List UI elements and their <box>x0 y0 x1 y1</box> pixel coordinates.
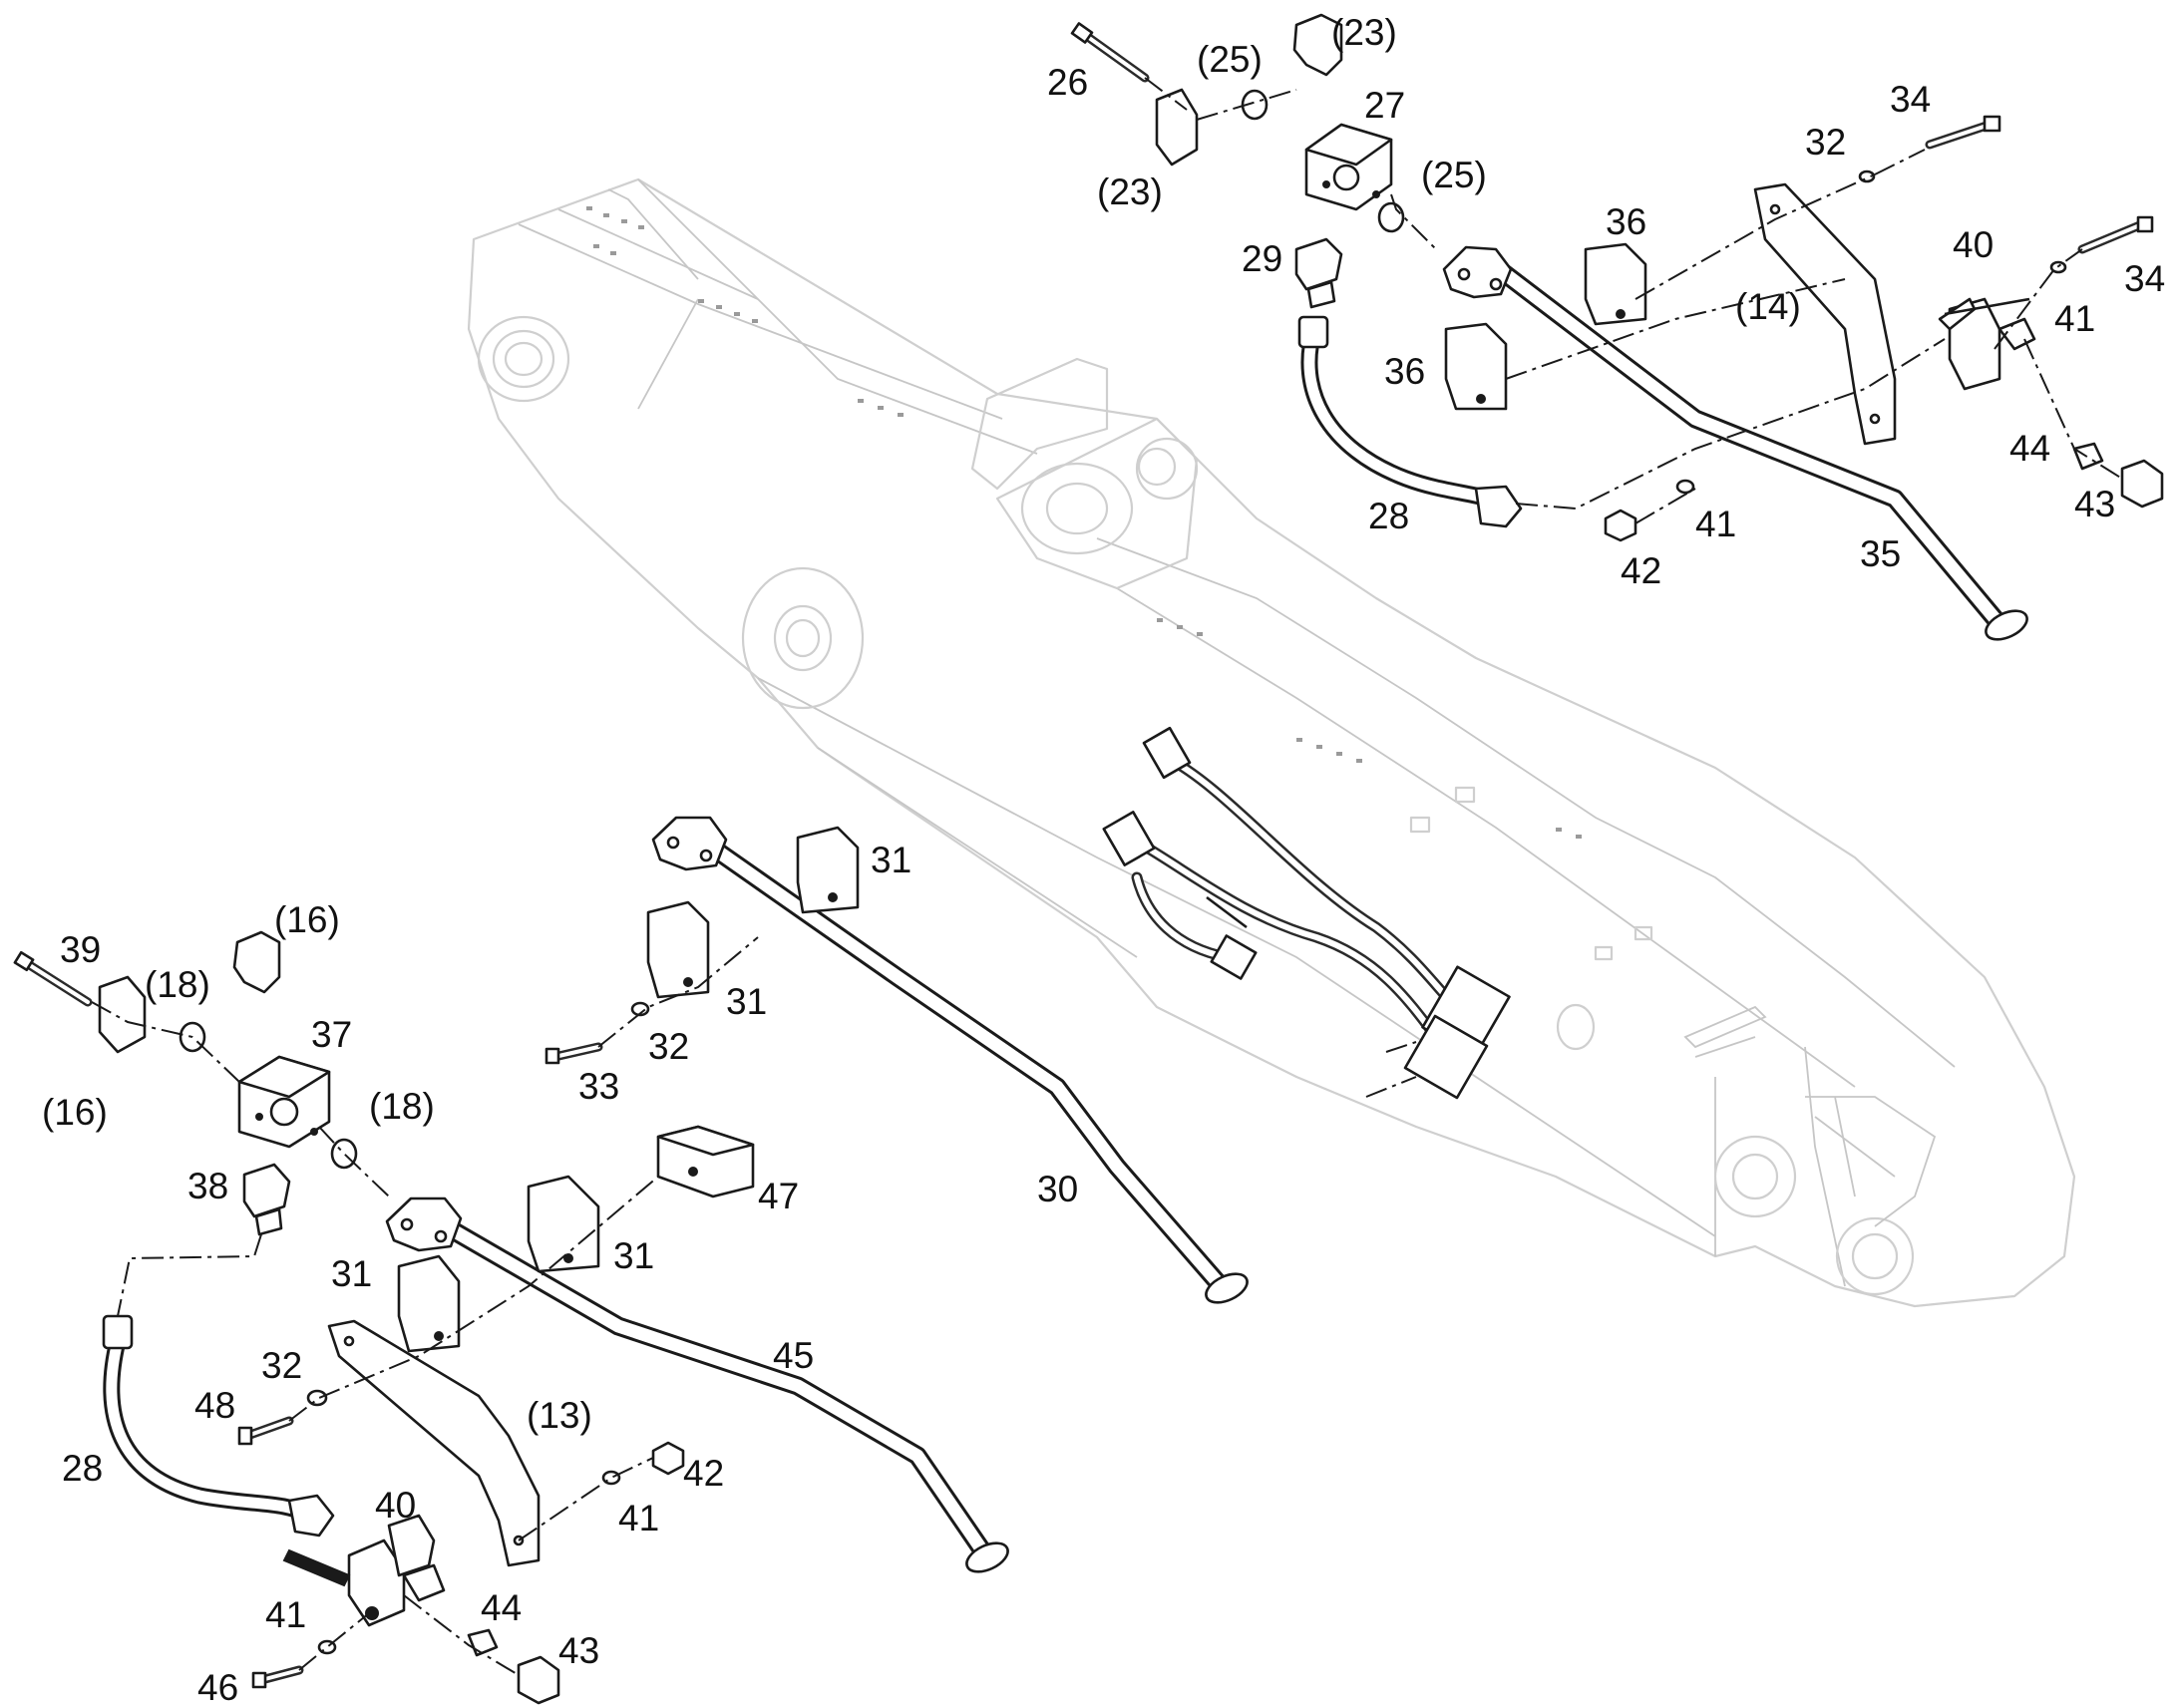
nut-43-lower <box>517 1655 560 1705</box>
clamp-31-mid-top <box>796 826 860 914</box>
callout-45: 45 <box>773 1335 814 1376</box>
callout-43: 43 <box>2074 484 2115 524</box>
pad-47 <box>656 1125 755 1198</box>
callout-29: 29 <box>1242 238 1282 279</box>
boom-lines <box>1102 726 1511 1100</box>
o-ring-25a <box>1241 89 1269 121</box>
callout-28: 28 <box>62 1448 103 1489</box>
callout-32: 32 <box>261 1345 302 1386</box>
o-ring-18b <box>330 1138 358 1170</box>
callout-31: 31 <box>871 840 911 880</box>
callout-43: 43 <box>558 1630 599 1671</box>
mid-assembly <box>545 816 1249 1304</box>
clamp-31-mid-low <box>646 900 710 999</box>
hose-28-upper <box>1297 315 1523 528</box>
callout-34: 34 <box>2124 258 2165 299</box>
bolt-48 <box>237 1416 294 1446</box>
callout-46: 46 <box>197 1667 238 1708</box>
washer-32-low <box>306 1389 328 1407</box>
callout-30: 30 <box>1037 1169 1078 1209</box>
clamp-31-low-top <box>527 1175 600 1273</box>
callout-23: (23) <box>1331 12 1397 53</box>
fitting-29 <box>1294 237 1343 309</box>
clamp-half-16-left <box>98 975 147 1054</box>
callout-41: 41 <box>1695 504 1736 544</box>
callout-23: (23) <box>1097 171 1163 212</box>
bolt-34-right <box>2077 215 2154 254</box>
bolt-33 <box>545 1042 603 1065</box>
callout-37: 37 <box>311 1014 352 1055</box>
callout-42: 42 <box>683 1453 724 1494</box>
callout-34: 34 <box>1890 79 1931 120</box>
washer-41-upper-low <box>1675 479 1695 495</box>
callout-35: 35 <box>1860 533 1901 574</box>
bolt-39 <box>13 950 93 1007</box>
callout-39: 39 <box>60 929 101 970</box>
pipe-45 <box>385 1196 1009 1573</box>
callout-41: 41 <box>2054 298 2095 339</box>
boom-frame <box>467 177 2076 1308</box>
callout-32: 32 <box>648 1026 689 1067</box>
callout-25: (25) <box>1197 39 1263 80</box>
spacer-44-upper <box>2072 442 2104 471</box>
upper-assembly <box>1070 13 2164 641</box>
nut-43-upper <box>2120 459 2164 509</box>
flange-block-27 <box>1304 123 1393 211</box>
callout-33: 33 <box>578 1066 619 1107</box>
callout-41: 41 <box>265 1594 306 1635</box>
callout-14: (14) <box>1735 286 1801 327</box>
callout-18: (18) <box>369 1086 435 1127</box>
clamp-36-lower <box>1444 322 1508 411</box>
callout-13: (13) <box>527 1395 592 1436</box>
callout-41: 41 <box>618 1498 659 1538</box>
callout-36: 36 <box>1606 201 1646 242</box>
lower-assembly <box>13 930 1009 1705</box>
nut-42-lower <box>651 1441 685 1476</box>
o-ring-25b <box>1377 201 1405 233</box>
fitting-38 <box>242 1163 291 1236</box>
flange-block-37 <box>237 1055 331 1149</box>
bolt-26 <box>1070 22 1150 83</box>
callout-38: 38 <box>187 1166 228 1206</box>
callout-31: 31 <box>726 981 767 1022</box>
clamp-31-low-bottom <box>397 1254 461 1353</box>
spacer-44-lower <box>467 1628 499 1657</box>
callout-36: 36 <box>1384 351 1425 392</box>
callout-44: 44 <box>2009 428 2050 469</box>
bolt-34-top <box>1925 115 2001 150</box>
bracket-14 <box>1753 182 1897 446</box>
valve-40-upper <box>1938 297 2036 391</box>
callout-31: 31 <box>331 1253 372 1294</box>
callout-26: 26 <box>1047 62 1088 103</box>
clamp-half-16-top <box>232 930 281 994</box>
callout-40: 40 <box>1953 224 1994 265</box>
callout-27: 27 <box>1364 85 1405 126</box>
callout-42: 42 <box>1621 550 1661 591</box>
nut-42-upper <box>1604 509 1637 542</box>
clamp-half-23-top <box>1292 13 1343 77</box>
bolt-46 <box>251 1665 304 1689</box>
callout-48: 48 <box>194 1385 235 1426</box>
pipe-35 <box>1442 245 2028 641</box>
pipe-30 <box>651 816 1249 1304</box>
clamp-36-upper <box>1584 242 1647 326</box>
callout-18: (18) <box>145 964 210 1005</box>
callout-47: 47 <box>758 1176 799 1216</box>
washer-32-mid <box>630 1001 650 1017</box>
bracket-13 <box>327 1319 541 1567</box>
callout-28: 28 <box>1368 496 1409 536</box>
callout-40: 40 <box>375 1485 416 1526</box>
callouts: (23) (25) 26 27 (23) (25) 29 34 32 36 40… <box>42 12 2165 1708</box>
callout-16: (16) <box>274 899 340 940</box>
callout-32: 32 <box>1805 122 1846 163</box>
valve-40-lower <box>282 1514 446 1627</box>
callout-31: 31 <box>613 1235 654 1276</box>
callout-16: (16) <box>42 1092 108 1133</box>
callout-25: (25) <box>1421 155 1487 195</box>
callout-44: 44 <box>481 1587 522 1628</box>
